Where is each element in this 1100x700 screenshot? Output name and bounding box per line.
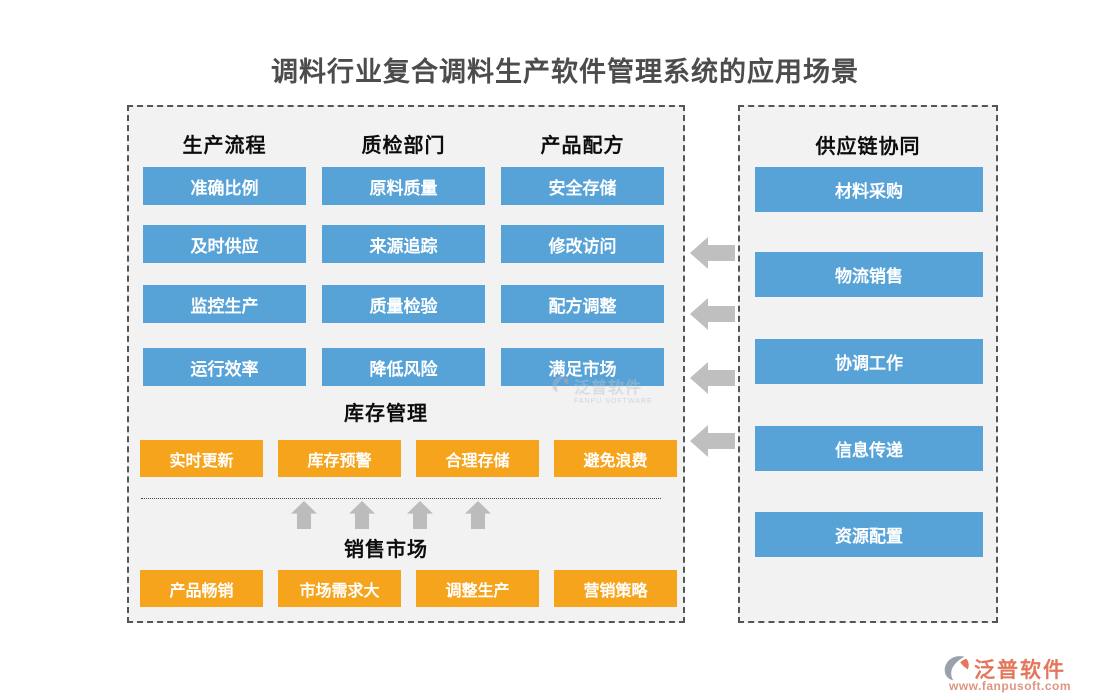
supply-box-information-transfer: 信息传递 (755, 426, 983, 471)
sales-box-adjust-production: 调整生产 (416, 570, 539, 607)
column-header-quality-inspection: 质检部门 (361, 135, 446, 157)
arrow-up-icon (407, 501, 433, 529)
sales-box-high-market-demand: 市场需求大 (278, 570, 401, 607)
column-header-production-process: 生产流程 (182, 135, 267, 157)
formula-box-meet-market: 满足市场 (501, 348, 664, 386)
fanpu-logo-url: www.fanpusoft.com (949, 679, 1072, 693)
supply-chain-panel: 供应链协同 材料采购 物流销售 协调工作 信息传递 资源配置 (738, 105, 998, 623)
arrow-left-icon (690, 237, 735, 269)
dotted-divider (141, 498, 661, 499)
supply-box-coordinate-work: 协调工作 (755, 339, 983, 384)
arrow-left-icon (690, 298, 735, 330)
arrow-left-icon (690, 425, 735, 457)
section-header-inventory: 库存管理 (344, 403, 428, 425)
inventory-box-rational-storage: 合理存储 (416, 440, 539, 477)
quality-box-quality-inspection: 质量检验 (322, 285, 485, 323)
inventory-box-realtime-update: 实时更新 (140, 440, 263, 477)
arrow-left-icon (690, 362, 735, 394)
process-box-operating-efficiency: 运行效率 (143, 348, 306, 386)
formula-box-formula-adjust: 配方调整 (501, 285, 664, 323)
arrow-up-icon (349, 501, 375, 529)
quality-box-reduce-risk: 降低风险 (322, 348, 485, 386)
column-header-product-formula: 产品配方 (540, 135, 625, 157)
process-box-timely-supply: 及时供应 (143, 225, 306, 263)
diagram-title: 调料行业复合调料生产软件管理系统的应用场景 (271, 57, 859, 87)
fanpu-logo-name: 泛普软件 (974, 659, 1066, 682)
inventory-box-avoid-waste: 避免浪费 (554, 440, 677, 477)
main-panel: 生产流程 质检部门 产品配方 准确比例 及时供应 监控生产 运行效率 原料质量 … (127, 105, 685, 623)
arrow-up-icon (465, 501, 491, 529)
process-box-accurate-ratio: 准确比例 (143, 167, 306, 205)
supply-box-material-purchase: 材料采购 (755, 167, 983, 212)
quality-box-raw-material-quality: 原料质量 (322, 167, 485, 205)
formula-box-secure-storage: 安全存储 (501, 167, 664, 205)
panel-header-supply-chain: 供应链协同 (815, 136, 921, 158)
inventory-box-stock-warning: 库存预警 (278, 440, 401, 477)
arrow-up-icon (291, 501, 317, 529)
supply-box-logistics-sales: 物流销售 (755, 252, 983, 297)
fanpu-logo: 泛普软件 www.fanpusoft.com (941, 653, 1096, 697)
supply-box-resource-allocation: 资源配置 (755, 512, 983, 557)
sales-box-bestselling-product: 产品畅销 (140, 570, 263, 607)
process-box-monitor-production: 监控生产 (143, 285, 306, 323)
formula-box-modify-access: 修改访问 (501, 225, 664, 263)
fanpu-logo-icon (941, 653, 971, 688)
section-header-sales-market: 销售市场 (344, 539, 428, 561)
quality-box-source-tracing: 来源追踪 (322, 225, 485, 263)
sales-box-marketing-strategy: 营销策略 (554, 570, 677, 607)
